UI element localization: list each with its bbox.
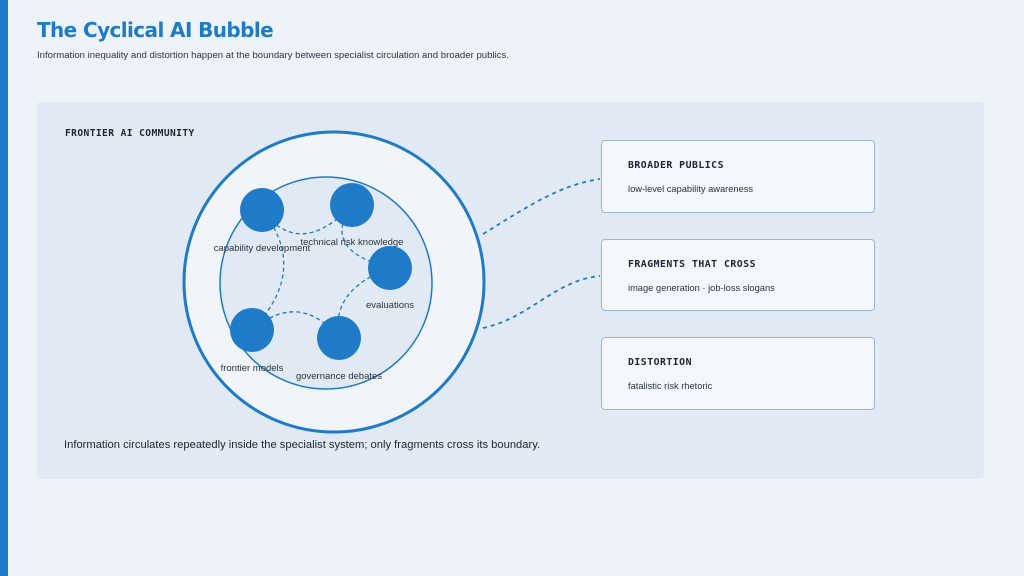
card-broader-publics: BROADER PUBLICS low-level capability awa… bbox=[601, 140, 875, 213]
card-title: DISTORTION bbox=[628, 357, 692, 368]
diagram-caption: Information circulates repeatedly inside… bbox=[64, 439, 541, 451]
card-fragments-that-cross: FRAGMENTS THAT CROSS image generation · … bbox=[601, 239, 875, 311]
left-accent-bar bbox=[0, 0, 8, 576]
community-label: FRONTIER AI COMMUNITY bbox=[65, 128, 195, 139]
card-title: FRAGMENTS THAT CROSS bbox=[628, 259, 756, 270]
page-title: The Cyclical AI Bubble bbox=[37, 18, 274, 42]
card-title: BROADER PUBLICS bbox=[628, 160, 724, 171]
page-subtitle: Information inequality and distortion ha… bbox=[37, 50, 509, 61]
card-text: low-level capability awareness bbox=[628, 184, 754, 194]
card-text: fatalistic risk rhetoric bbox=[628, 381, 713, 391]
card-text: image generation · job-loss slogans bbox=[628, 283, 775, 293]
card-distortion: DISTORTION fatalistic risk rhetoric bbox=[601, 337, 875, 410]
